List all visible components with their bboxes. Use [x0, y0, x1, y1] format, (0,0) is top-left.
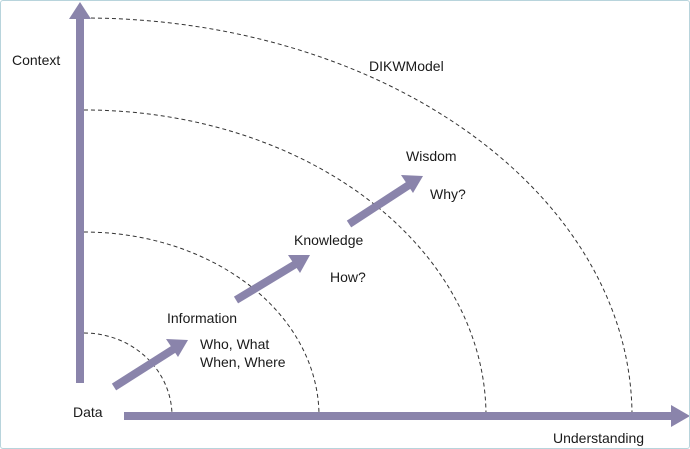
stage-data-label: Data	[73, 404, 103, 420]
arrow-data-to-information	[111, 339, 188, 391]
stage-information-label: Information	[167, 310, 238, 326]
y-axis-label: Context	[12, 52, 61, 68]
arrow-information-to-knowledge	[233, 255, 310, 304]
y-axis	[69, 2, 91, 383]
arrow-knowledge-to-wisdom	[346, 175, 423, 228]
stage-information-question-2: When, Where	[200, 354, 286, 370]
arc-information	[83, 231, 320, 417]
x-axis-label: Understanding	[553, 430, 645, 446]
stage-wisdom-label: Wisdom	[406, 148, 457, 164]
arc-knowledge	[83, 109, 487, 417]
stage-wisdom-question: Why?	[430, 186, 466, 202]
x-axis	[124, 405, 689, 427]
stage-knowledge-question: How?	[330, 269, 366, 285]
arc-data	[83, 332, 173, 417]
diagram-title: DIKWModel	[369, 58, 444, 74]
stage-information-question-1: Who, What	[200, 336, 270, 352]
arc-wisdom	[83, 17, 633, 417]
stage-knowledge-label: Knowledge	[294, 232, 364, 248]
